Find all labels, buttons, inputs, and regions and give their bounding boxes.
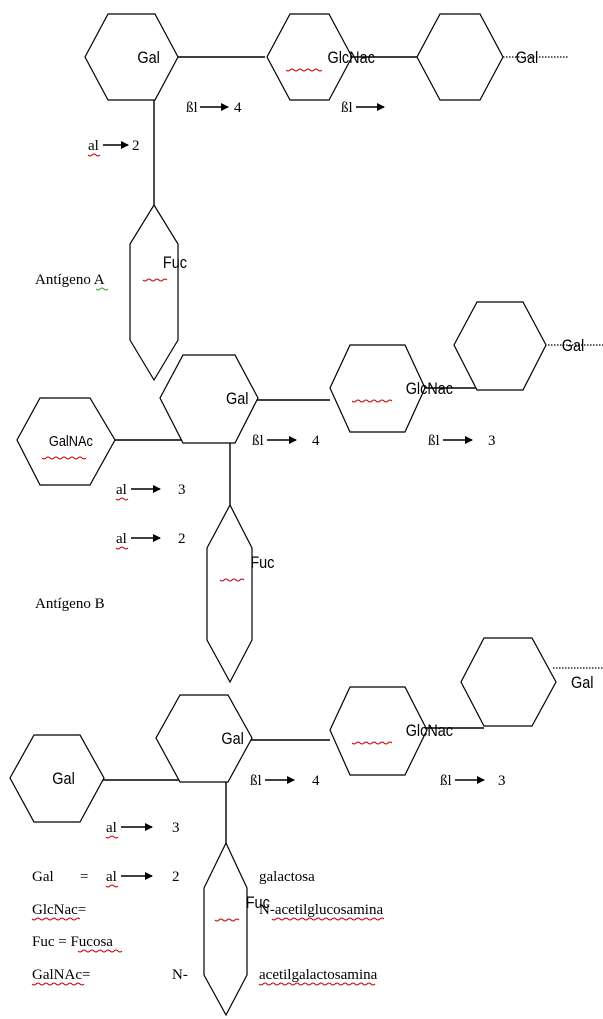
antigen-a-label: Antígeno A <box>35 272 105 288</box>
linkage-b1-label: ßl <box>186 100 198 116</box>
linkage-position: 3 <box>498 773 506 789</box>
gal-label: Gal <box>571 674 593 692</box>
galnac-hexagon-b <box>16 397 116 486</box>
legend-galnac-prefix: N- <box>172 967 188 983</box>
legend-galnac-definition: acetilgalactosamina <box>259 967 378 983</box>
linkage-position: 4 <box>312 773 320 789</box>
fuc-hexagon-b <box>206 503 253 684</box>
linkage-a1-label: al <box>116 482 127 498</box>
spell-underline <box>214 918 240 922</box>
linkage-a1-label: al <box>106 820 117 836</box>
linkage-a1-label: al <box>106 869 117 885</box>
fuc-hexagon-c <box>203 841 248 1017</box>
spell-underline <box>87 153 101 157</box>
spell-underline <box>41 456 87 460</box>
spell-underline <box>115 497 129 501</box>
spell-underline <box>105 835 119 839</box>
galnac-label: GalNAc <box>49 432 93 449</box>
gal-hexagon-c1 <box>155 694 253 783</box>
spell-underline <box>31 917 81 921</box>
legend-gal-key: Gal <box>32 869 54 885</box>
antigen-a-structure: Gal GlcNac Gal Fuc ßl 4 ßl al 2 Antígeno… <box>35 13 568 382</box>
gal-hexagon-c2 <box>460 637 557 727</box>
spell-underline <box>115 546 129 550</box>
linkage-position: 3 <box>488 433 496 449</box>
fuc-label: Fuc <box>246 894 270 912</box>
linkage-position: 2 <box>178 531 186 547</box>
legend-galnac-key: GalNAc= <box>32 967 90 983</box>
gal-label: Gal <box>137 49 159 67</box>
linkage-position: 3 <box>178 482 186 498</box>
legend-glcnac-definition: N-acetilglucosamina <box>259 902 383 918</box>
gal-label: Gal <box>221 730 243 748</box>
linkage-position: 3 <box>172 820 180 836</box>
spell-underline <box>351 399 393 403</box>
legend-fuc-line: Fuc = Fucosa <box>32 934 113 950</box>
legend-gal-definition: galactosa <box>259 869 315 885</box>
legend: Gal = galactosa GlcNac= N-acetilglucosam… <box>31 869 385 986</box>
linkage-b1-label: ßl <box>428 433 440 449</box>
linkage-a1-label: al <box>116 531 127 547</box>
gal-label: Gal <box>226 390 248 408</box>
fuc-hexagon-a <box>129 203 179 382</box>
glcnac-label: GlcNac <box>406 722 453 740</box>
gal-hexagon-a2 <box>416 13 504 101</box>
linkage-b1-label: ßl <box>250 773 262 789</box>
linkage-position: 2 <box>132 138 140 154</box>
linkage-b1-label: ßl <box>341 100 353 116</box>
linkage-b1-label: ßl <box>440 773 452 789</box>
spell-underline <box>77 949 123 953</box>
spell-underline <box>219 578 245 582</box>
third-antigen-structure: Gal Gal GlcNac Gal Fuc ßl 4 ßl 3 al 3 al… <box>9 637 603 1017</box>
gal-hexagon-b2 <box>453 301 547 391</box>
gal-label: Gal <box>562 337 584 355</box>
spell-underline <box>258 982 376 986</box>
spell-underline <box>105 884 119 888</box>
gal-hexagon-c0 <box>9 734 105 823</box>
antigen-b-structure: GalNAc Gal GlcNac Gal Fuc ßl 4 ßl 3 al 3… <box>16 301 603 684</box>
linkage-a1-label: al <box>88 138 99 154</box>
fuc-label: Fuc <box>163 254 187 272</box>
fuc-label: Fuc <box>250 554 274 572</box>
legend-glcnac-key: GlcNac= <box>32 902 86 918</box>
antigen-b-label: Antígeno B <box>35 596 105 612</box>
glcnac-hexagon-b <box>329 344 426 433</box>
spell-underline <box>271 917 385 921</box>
glcnac-label: GlcNac <box>406 380 453 398</box>
gal-label: Gal <box>516 49 538 67</box>
linkage-b1-label: ßl <box>252 433 264 449</box>
legend-equals: = <box>80 869 88 885</box>
glcnac-hexagon-c <box>329 686 428 776</box>
spell-underline <box>351 741 393 745</box>
linkage-position: 4 <box>312 433 320 449</box>
glcnac-hexagon-a <box>266 13 353 101</box>
gal-hexagon-a1 <box>84 13 179 101</box>
spell-underline <box>31 982 85 986</box>
gal-hexagon-b1 <box>159 354 259 444</box>
spell-underline <box>285 68 323 72</box>
spell-underline <box>142 278 168 282</box>
linkage-position: 4 <box>234 100 242 116</box>
linkage-position: 2 <box>172 869 180 885</box>
grammar-underline <box>95 287 109 291</box>
glcnac-label: GlcNac <box>328 49 375 67</box>
gal-label: Gal <box>52 770 74 788</box>
